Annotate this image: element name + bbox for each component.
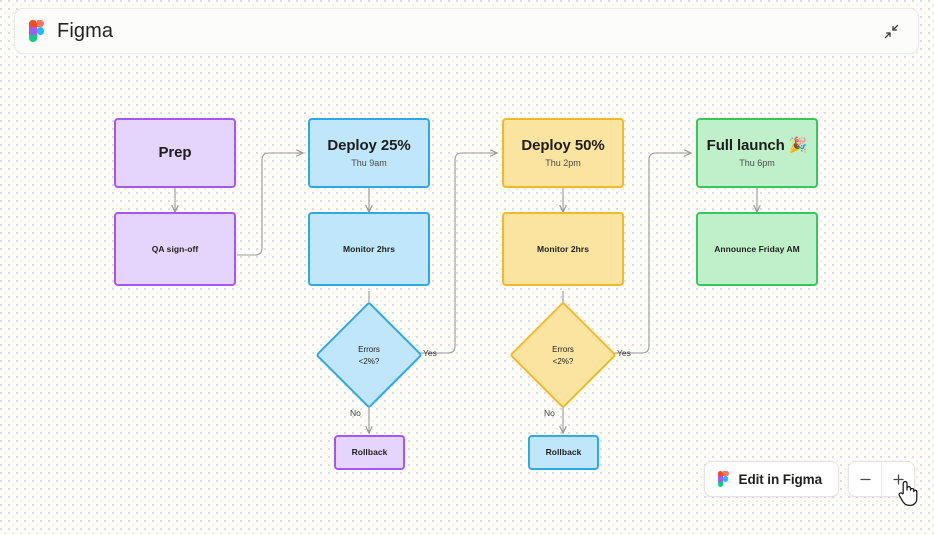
plus-icon bbox=[892, 473, 904, 485]
node-title: Monitor 2hrs bbox=[342, 243, 396, 254]
node-announce[interactable]: Announce Friday AM bbox=[696, 212, 818, 286]
figma-logo-icon bbox=[717, 471, 729, 487]
node-monitor-1[interactable]: Monitor 2hrs bbox=[308, 212, 430, 286]
node-monitor-2[interactable]: Monitor 2hrs bbox=[502, 212, 624, 286]
node-rollback-1[interactable]: Rollback bbox=[334, 435, 405, 470]
collapse-diagonal-arrows-icon[interactable] bbox=[878, 18, 904, 44]
node-subtitle: Thu 6pm bbox=[739, 158, 775, 169]
node-title: Announce Friday AM bbox=[714, 243, 800, 254]
edit-in-figma-label: Edit in Figma bbox=[738, 471, 823, 487]
edge-label-yes-1: Yes bbox=[423, 348, 437, 358]
node-title: Monitor 2hrs bbox=[536, 243, 590, 254]
node-deploy-50[interactable]: Deploy 50% Thu 2pm bbox=[502, 118, 624, 188]
node-title: Deploy 25% bbox=[327, 137, 411, 155]
flowchart: Prep QA sign-off Deploy 25% Thu 9am Moni… bbox=[0, 55, 935, 535]
node-subtitle: Thu 9am bbox=[351, 158, 387, 169]
node-full-launch[interactable]: Full launch 🎉 Thu 6pm bbox=[696, 118, 818, 188]
minus-icon bbox=[859, 478, 871, 480]
edit-in-figma-button[interactable]: Edit in Figma bbox=[703, 461, 839, 497]
node-qa-sign-off[interactable]: QA sign-off bbox=[114, 212, 236, 286]
page-title: Figma bbox=[57, 19, 114, 42]
zoom-in-button[interactable] bbox=[881, 462, 914, 496]
node-prep[interactable]: Prep bbox=[114, 118, 236, 188]
node-title: Prep bbox=[158, 144, 192, 161]
node-title: Deploy 50% bbox=[521, 137, 605, 155]
zoom-out-button[interactable] bbox=[849, 462, 881, 496]
node-title: Rollback bbox=[545, 447, 582, 458]
figma-logo-icon bbox=[29, 20, 44, 42]
edge-label-no-1: No bbox=[350, 408, 361, 418]
node-title: QA sign-off bbox=[151, 243, 199, 254]
header-left-group: Figma bbox=[29, 20, 878, 43]
edge-label-yes-2: Yes bbox=[617, 348, 631, 358]
zoom-controls bbox=[848, 461, 915, 497]
edge-label-no-2: No bbox=[544, 408, 555, 418]
canvas-toolbar: Edit in Figma bbox=[703, 461, 915, 497]
node-subtitle: Thu 2pm bbox=[545, 158, 581, 169]
node-title: Full launch 🎉 bbox=[706, 137, 808, 155]
app-header: Figma bbox=[14, 8, 919, 54]
node-rollback-2[interactable]: Rollback bbox=[528, 435, 599, 470]
node-title: Rollback bbox=[351, 447, 388, 458]
node-deploy-25[interactable]: Deploy 25% Thu 9am bbox=[308, 118, 430, 188]
